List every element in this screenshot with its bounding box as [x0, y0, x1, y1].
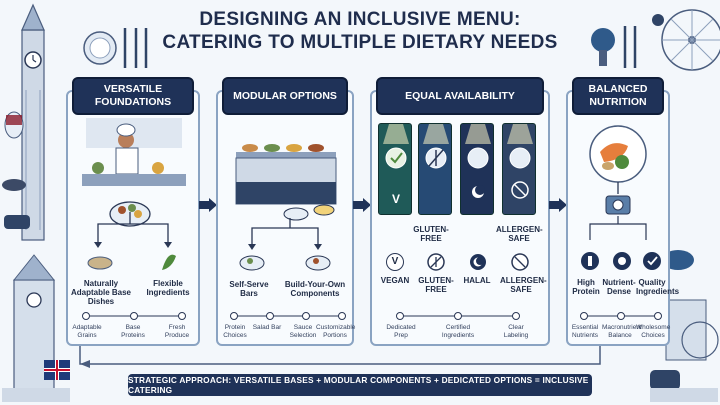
halal-badge-icon [470, 254, 486, 270]
label-quality-ingredients: Quality Ingredients [636, 278, 680, 296]
panel4-dot-line [580, 312, 662, 320]
label-protein-choices: Protein Choices [223, 324, 247, 339]
label-build-your-own: Build-Your-Own Components [284, 280, 346, 298]
panel-heading-equal-availability: EQUAL AVAILABILITY [376, 77, 544, 115]
panel-heading-balanced-nutrition: BALANCED NUTRITION [572, 77, 664, 115]
panel-heading-modular-options: MODULAR OPTIONS [222, 77, 348, 115]
dietary-card-allergen-safe [502, 123, 536, 215]
label-self-serve-bars: Self-Serve Bars [229, 280, 269, 298]
panel3-dot-line [396, 312, 520, 320]
label-macronutrient-balance: Macronutrient Balance [602, 324, 642, 339]
page-title: DESIGNING AN INCLUSIVE MENU: CATERING TO… [110, 8, 610, 54]
dietary-card-gluten-free [418, 123, 452, 215]
title-line-1: DESIGNING AN INCLUSIVE MENU: [199, 9, 521, 30]
gluten-free-wheat-icon [423, 124, 449, 169]
allergen-safe-badge-icon [511, 253, 529, 271]
panel2-food-icons [239, 255, 331, 271]
label-sauce-selection: Sauce Selection [289, 324, 317, 339]
dietary-card-vegan: V [378, 123, 412, 215]
right-decoration [648, 0, 720, 405]
label-flexible-ingredients: Flexible Ingredients [146, 279, 190, 297]
label-allergen-safe: ALLERGEN-SAFE [500, 276, 547, 294]
panel2-dot-line [230, 312, 346, 320]
gluten-free-badge-icon [427, 253, 445, 271]
label-nutrient-dense: Nutrient-Dense [602, 278, 636, 296]
label-allergen-safe-top: ALLERGEN-SAFE [496, 225, 543, 243]
label-clear-labeling: Clear Labeling [503, 324, 529, 339]
panel1-dot-line [82, 312, 186, 320]
title-line-2: CATERING TO MULTIPLE DIETARY NEEDS [162, 32, 558, 53]
label-adaptable-grains: Adaptable Grains [72, 324, 102, 339]
panel2-connectors [248, 218, 322, 250]
dietary-card-halal [460, 123, 494, 215]
top-left-tableware [80, 20, 160, 70]
nutrition-plate-illustration [589, 125, 647, 240]
panel-modular-options [216, 90, 354, 346]
strategic-approach-banner: STRATEGIC APPROACH: VERSATILE BASES + MO… [128, 374, 592, 396]
halal-crescent-icon [465, 124, 491, 198]
label-dedicated-prep: Dedicated Prep [386, 324, 416, 339]
label-essential-nutrients: Essential Nutrients [571, 324, 599, 339]
nutrition-icons [581, 252, 661, 270]
arrow-icon [549, 198, 567, 212]
label-salad-bar: Salad Bar [252, 324, 282, 331]
label-base-dishes: Naturally Adaptable Base Dishes [70, 279, 132, 306]
allergen-safe-icon [507, 124, 533, 199]
arrow-icon [353, 198, 371, 212]
label-gluten-free-top: GLUTEN-FREE [413, 225, 449, 243]
left-decoration [0, 0, 72, 405]
vegan-badge: V [386, 253, 404, 271]
vegan-card-letter: V [391, 192, 400, 206]
label-gluten-free: GLUTEN-FREE [418, 276, 454, 294]
label-halal: HALAL [463, 276, 491, 285]
top-right-tableware [585, 20, 645, 70]
label-customizable-portions: Customizable Portions [316, 324, 356, 339]
label-wholesome-choices: Wholesome Choices [636, 324, 671, 339]
label-fresh-produce: Fresh Produce [164, 324, 190, 339]
label-certified-ingredients: Certified Ingredients [441, 324, 475, 339]
panel1-connectors [94, 212, 172, 248]
panel-heading-versatile-foundations: VERSATILE FOUNDATIONS [72, 77, 194, 115]
label-high-protein: High Protein [572, 278, 600, 296]
buffet-illustration [235, 144, 337, 221]
vegan-leaf-icon [383, 124, 409, 169]
arrow-icon [199, 198, 217, 212]
label-vegan: VEGAN [380, 276, 410, 285]
label-base-proteins: Base Proteins [121, 324, 145, 339]
panel1-food-icons [87, 254, 176, 270]
